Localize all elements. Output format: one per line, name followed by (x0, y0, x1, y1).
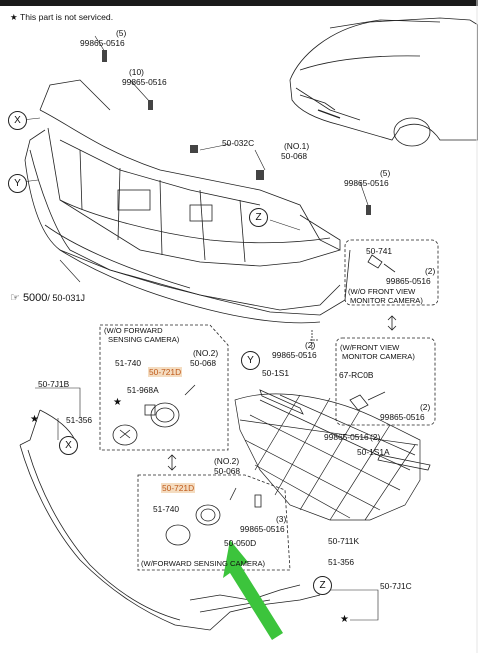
label-bolt-grille-qty: (2) (370, 432, 381, 442)
label-51-356-b: 51-356 (328, 557, 355, 567)
star-icon: ★ (340, 614, 349, 625)
bumper-fascia (24, 129, 351, 324)
trim-50-1S1A (377, 454, 431, 471)
label-51-740-b: 51-740 (153, 504, 180, 514)
part-50-741 (367, 254, 383, 269)
box-w-forward (137, 474, 291, 571)
label-50-068-no2-a-qty: (NO.2) (193, 348, 219, 358)
label-w-front-view-2: MONITOR CAMERA) (342, 352, 415, 361)
star-icon: ★ (10, 12, 18, 22)
label-51-968A: 51-968A (127, 385, 159, 395)
bumper-support-frame (29, 79, 341, 311)
green-arrow-icon (223, 540, 283, 640)
label-bolt-mid: 99865-0516 (272, 350, 317, 360)
label-bolt-mid-qty: (2) (305, 340, 316, 350)
label-bolt-top: 99865-0516 (80, 38, 125, 48)
label-50-068-top: 50-068 (281, 151, 308, 161)
label-50-1S1: 50-1S1 (262, 368, 290, 378)
label-50-721D-a: 50-721D (148, 367, 183, 377)
star-icon: ★ (30, 414, 39, 425)
star-icon: ★ (113, 397, 122, 408)
label-50-721D-b: 50-721D (161, 483, 196, 493)
label-50-711K: 50-711K (328, 536, 360, 546)
label-50-050D: 50-050D (224, 538, 257, 548)
label-wo-front-view-2: MONITOR CAMERA) (350, 296, 423, 305)
label-50-032C: 50-032C (222, 138, 255, 148)
label-50-068-no2-a: 50-068 (190, 358, 217, 368)
label-bolt-right-qty: (5) (380, 168, 391, 178)
callout-x-icon: X (8, 111, 27, 130)
label-wo-forward-1: (W/O FORWARD (104, 326, 163, 335)
car-illustration (289, 17, 478, 147)
label-50-7J1B: 50-7J1B (38, 379, 70, 389)
label-bolt-wo-view: 99865-0516 (386, 276, 431, 286)
callout-x-icon: X (59, 436, 78, 455)
label-wo-forward-2: SENSING CAMERA) (108, 335, 180, 344)
label-bolt-view: 99865-0516 (380, 412, 425, 422)
main-bumper-label: ☞ 5000/ 50-031J (10, 292, 85, 304)
callout-z-icon: Z (313, 576, 332, 595)
label-50-1S1A: 50-1S1A (357, 447, 390, 457)
label-bolt-cam: 99865-0516 (240, 524, 285, 534)
label-50-068-top-qty: (NO.1) (284, 141, 310, 151)
box-wo-front-view (344, 239, 439, 306)
label-bolt-view-qty: (2) (420, 402, 431, 412)
not-serviced-note: ★ This part is not serviced. (10, 12, 114, 22)
label-bolt-top2-qty: (10) (129, 67, 144, 77)
label-bolt-wo-view-qty: (2) (425, 266, 436, 276)
trim-50-1S1 (259, 389, 304, 415)
label-bolt-right: 99865-0516 (344, 178, 389, 188)
label-67-RC0B: 67-RC0B (339, 370, 374, 380)
label-bolt-top2: 99865-0516 (122, 77, 167, 87)
callout-y-icon: Y (8, 174, 27, 193)
grille-mesh (234, 393, 421, 521)
label-50-741: 50-741 (366, 246, 393, 256)
label-wo-front-view-1: (W/O FRONT VIEW (348, 287, 416, 296)
callout-z-icon: Z (249, 208, 268, 227)
bumper-icon: ☞ (10, 292, 20, 304)
camera-emblem-part (165, 487, 262, 546)
label-bolt-grille: 99865-0516 (324, 432, 369, 442)
label-51-356-a: 51-356 (66, 415, 93, 425)
label-51-740-a: 51-740 (115, 358, 142, 368)
top-rule (0, 0, 478, 6)
label-w-forward: (W/FORWARD SENSING CAMERA) (141, 559, 266, 568)
label-50-068-no2-b: 50-068 (214, 466, 241, 476)
label-w-front-view-1: (W/FRONT VIEW (340, 343, 400, 352)
emblem-part (112, 384, 196, 446)
label-50-7J1C: 50-7J1C (380, 581, 412, 591)
label-bolt-cam-qty: (3) (276, 514, 287, 524)
label-bolt-top-qty: (5) (116, 28, 127, 38)
box-wo-forward (99, 324, 229, 451)
label-50-068-no2-b-qty: (NO.2) (214, 456, 240, 466)
callout-y-icon: Y (241, 351, 260, 370)
